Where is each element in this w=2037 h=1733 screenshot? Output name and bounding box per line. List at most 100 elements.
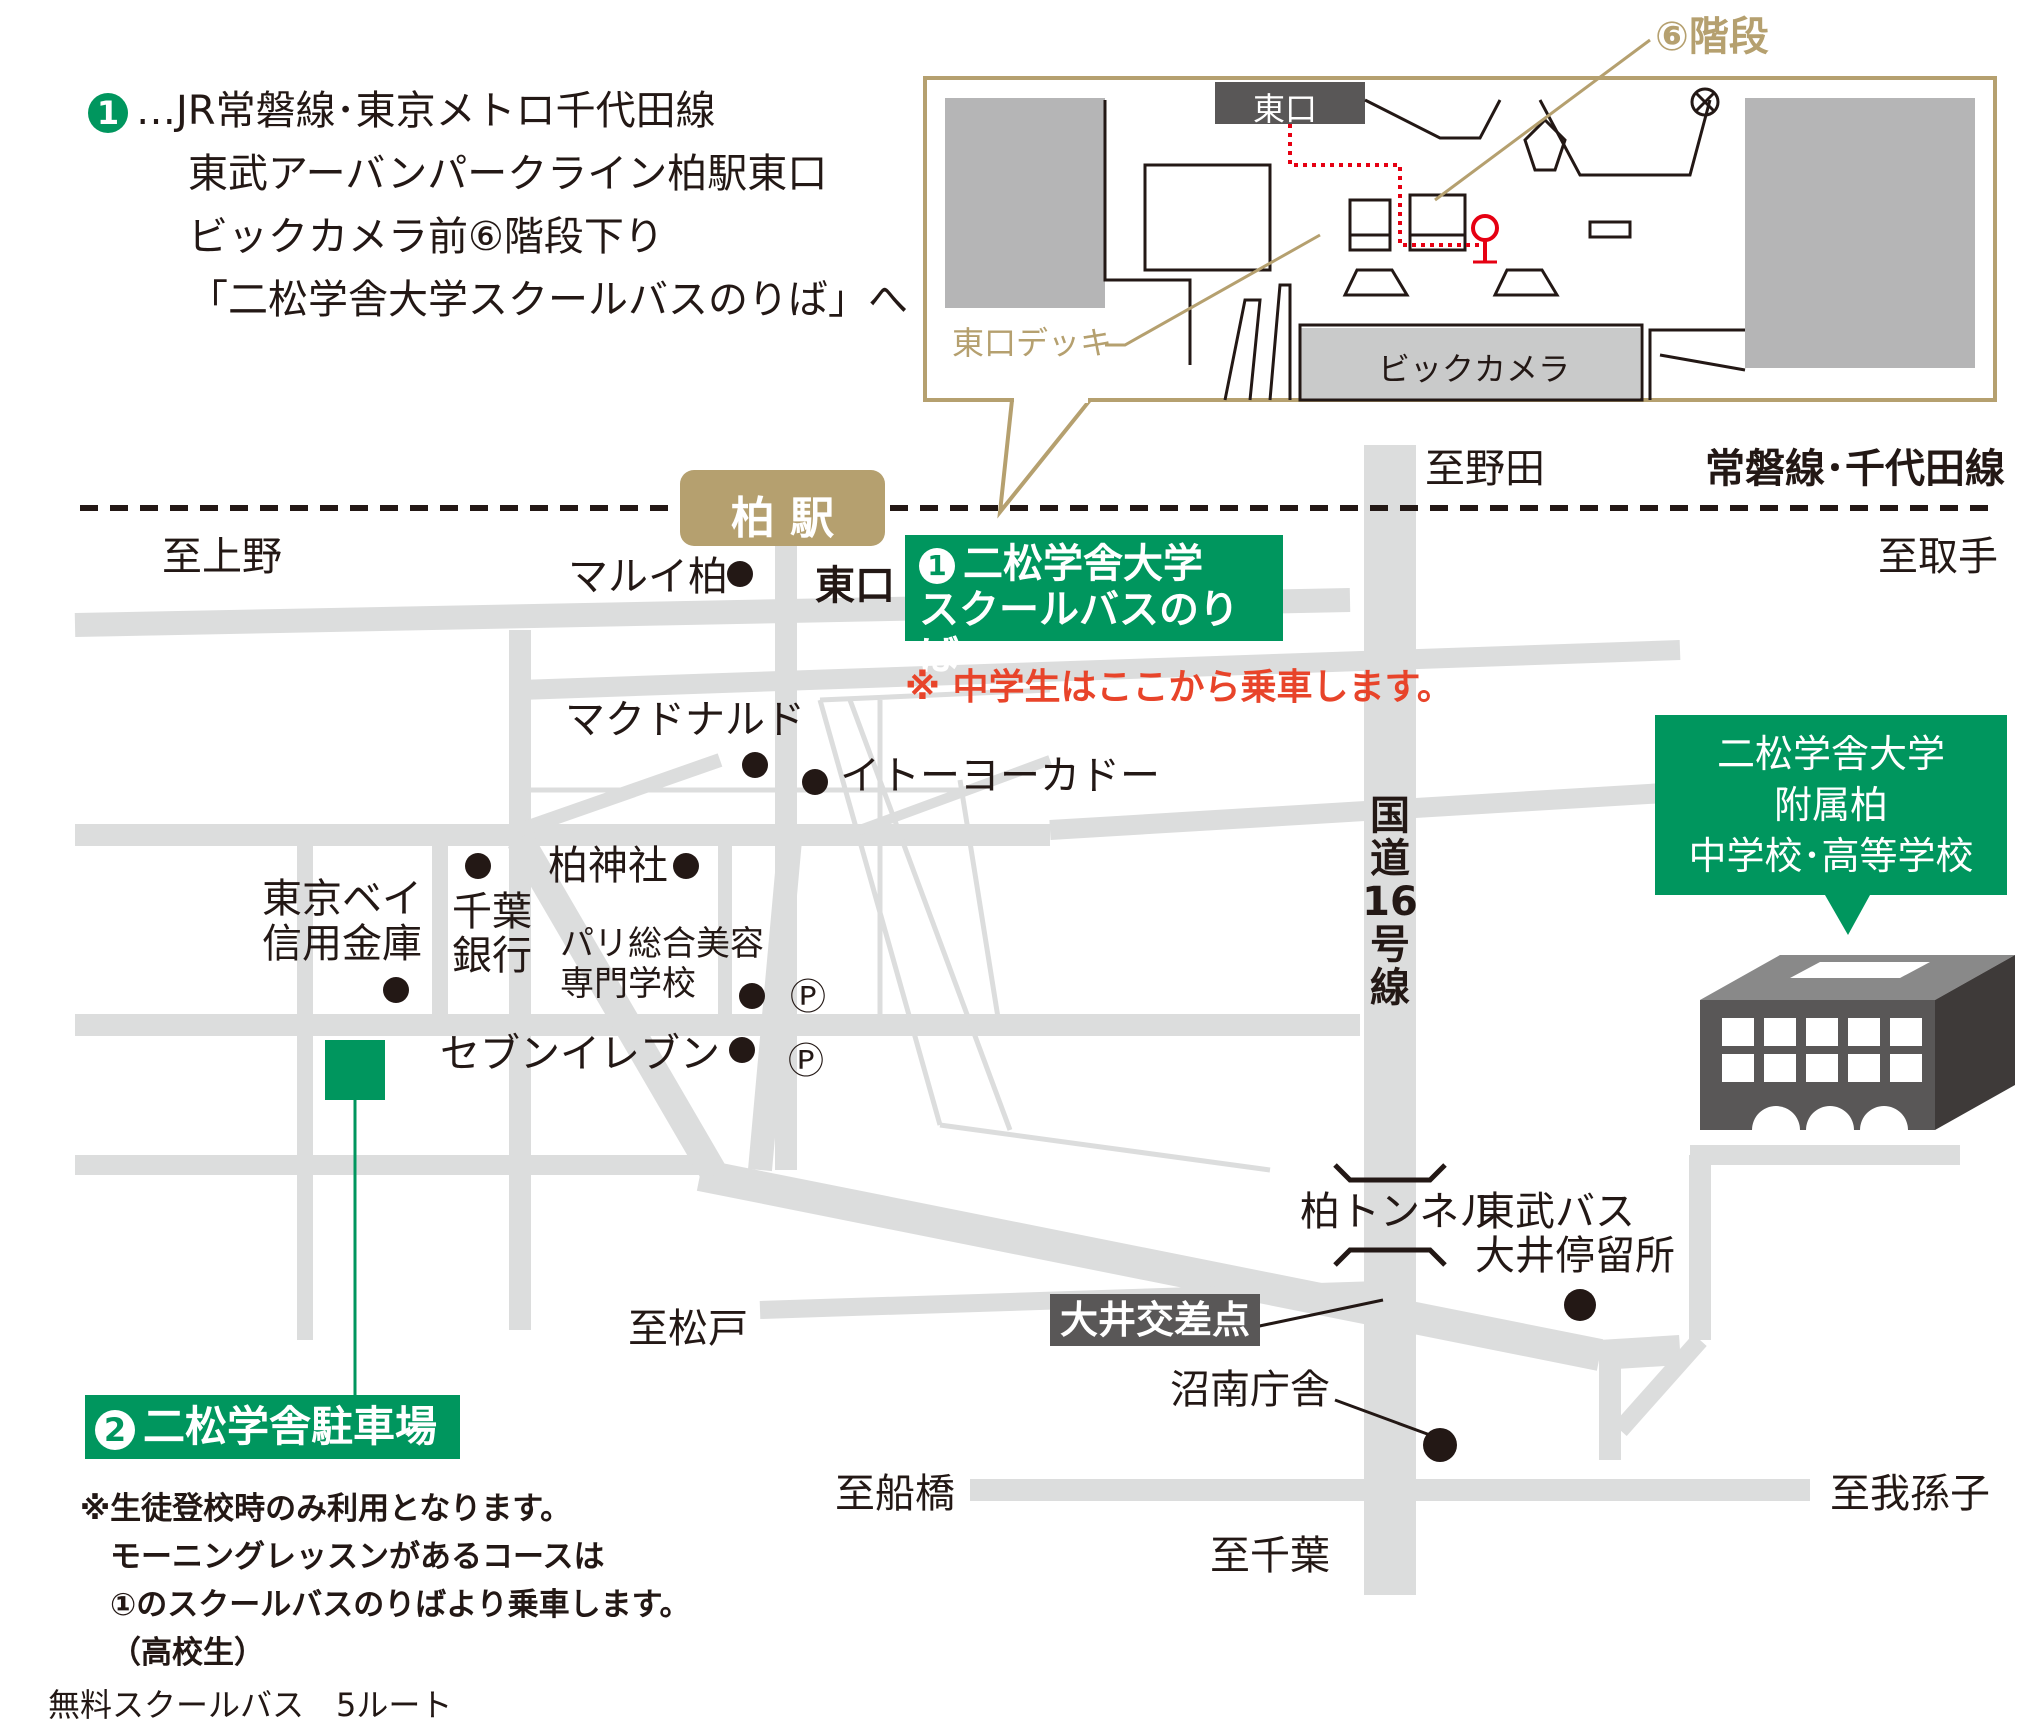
- parking-lot-notes: ※生徒登校時のみ利用となります。 モーニングレッスンがあるコースは ①のスクール…: [80, 1485, 691, 1677]
- inset-callout-tail: [997, 398, 1095, 519]
- arch: [1860, 1106, 1908, 1130]
- inset-stairs: [1348, 233, 1392, 252]
- page-caption: 無料スクールバス 5ルート: [48, 1686, 453, 1724]
- lane: [847, 699, 1013, 1131]
- landmark-tobu-bus-2: 大井停留所: [1475, 1233, 1675, 1279]
- station-east-exit: 東口: [815, 563, 895, 609]
- inset-outline: [1298, 323, 1644, 402]
- direction-matsudo: 至松戸: [628, 1306, 748, 1352]
- inset-no-entry-icon: [1694, 91, 1716, 113]
- inset-deck-label: 東口デッキ: [952, 324, 1113, 362]
- road: [519, 640, 1681, 700]
- bus-stop-number: 1: [919, 548, 955, 584]
- inset-outlines: [1103, 87, 1746, 402]
- inset-outline: [1143, 163, 1272, 272]
- legend-text: 「二松学舎大学スクールバスのりば」へ: [188, 277, 908, 323]
- landmark-tunnel: 柏トンネル: [1300, 1189, 1500, 1235]
- inset-outline: [1659, 353, 1746, 372]
- school-callout-tail: [1825, 895, 1870, 935]
- legend-line-1: 1…JR常磐線･東京メトロ千代田線: [88, 80, 908, 143]
- landmark-paris-1: パリ総合美容: [560, 924, 764, 964]
- building-roof-hatch: [1790, 962, 1930, 978]
- window: [1806, 1018, 1838, 1046]
- lane: [939, 1122, 1271, 1173]
- road: [696, 1159, 1604, 1371]
- bus-stop-title: 二松学舎大学: [963, 541, 1203, 587]
- dot-marui: [727, 561, 753, 587]
- parking-lot-number: 2: [95, 1409, 135, 1450]
- school-building-icon: [1700, 955, 2015, 1130]
- inset-outline: [1103, 100, 1192, 365]
- inset-stairs-label: ⑥階段: [1655, 14, 1769, 60]
- bus-stop-line-2: スクールバスのりば: [919, 587, 1239, 679]
- arch: [1806, 1106, 1854, 1130]
- inset-stairs: [1408, 233, 1467, 252]
- tunnel-mark-bottom: [1333, 1247, 1447, 1267]
- route16-char: 号: [1370, 922, 1410, 968]
- landmark-dots: [383, 561, 1596, 1462]
- route16-char: 16: [1362, 879, 1418, 925]
- window: [1722, 1054, 1754, 1082]
- ooi-crossing-label: 大井交差点: [1050, 1294, 1261, 1346]
- direction-chiba: 至千葉: [1210, 1533, 1330, 1579]
- route16-char: 道: [1370, 836, 1410, 882]
- landmark-chiba-bank-1: 千葉: [452, 889, 532, 935]
- landmark-marui: マルイ柏: [568, 554, 728, 600]
- landmark-tokyobay-2: 信用金庫: [262, 921, 422, 967]
- parking-lot-marker: [325, 1040, 385, 1100]
- legend: 1…JR常磐線･東京メトロ千代田線 東武アーバンパークライン柏駅東口 ビックカメ…: [88, 80, 908, 332]
- landmark-tokyobay-1: 東京ベイ: [262, 876, 422, 922]
- inset-stairs: [1588, 220, 1632, 239]
- parking-note: モーニングレッスンがあるコースは: [110, 1539, 605, 1575]
- dot-mcdonalds: [742, 752, 768, 778]
- window: [1848, 1054, 1880, 1082]
- school-name-box: 二松学舎大学 附属柏 中学校･高等学校: [1655, 715, 2007, 895]
- direction-toride: 至取手: [1878, 534, 1998, 580]
- inset-outline: [1523, 117, 1567, 172]
- dot-shrine: [673, 853, 699, 879]
- route16-char: 国: [1370, 793, 1410, 839]
- window: [1848, 1018, 1880, 1046]
- tunnel-marks: [1333, 1163, 1447, 1267]
- dot-tokyobay: [383, 977, 409, 1003]
- school-name-line-1: 二松学舎大学: [1716, 732, 1945, 776]
- window: [1764, 1018, 1796, 1046]
- inset-outline: [1223, 298, 1262, 401]
- school-name-line-2: 附属柏: [1773, 783, 1888, 827]
- lane: [957, 779, 1003, 1031]
- dot-paris: [739, 983, 765, 1009]
- dot-tobu-bus: [1564, 1289, 1596, 1321]
- direction-funabashi: 至船橋: [835, 1471, 955, 1517]
- legend-text: 東武アーバンパークライン柏駅東口: [188, 151, 828, 197]
- parking-icon: Ⓟ: [790, 977, 827, 1018]
- direction-noda: 至野田: [1425, 446, 1545, 492]
- dot-shonan: [1423, 1428, 1457, 1462]
- inset-building: [945, 98, 1105, 308]
- shonan-leader: [1334, 1398, 1431, 1437]
- inset-building: [1745, 98, 1975, 368]
- window: [1890, 1054, 1922, 1082]
- parking-note: （高校生）: [110, 1635, 265, 1671]
- inset-route-path: [1288, 124, 1480, 247]
- window: [1806, 1054, 1838, 1082]
- inset-outline: [1364, 98, 1502, 140]
- inset-map: [923, 38, 1997, 519]
- direction-abiko: 至我孫子: [1830, 1471, 1990, 1517]
- landmark-tobu-bus-1: 東武バス: [1475, 1189, 1635, 1235]
- building-side: [1935, 955, 2015, 1130]
- road: [517, 753, 723, 837]
- inset-outline: [1648, 328, 1745, 400]
- stairs-leader: [1434, 38, 1651, 202]
- deck-leader: [1105, 233, 1321, 347]
- landmark-seven-eleven: セブンイレブン: [440, 1031, 720, 1077]
- inset-east-exit-label: 東口: [1253, 90, 1318, 128]
- landmark-paris-2: 専門学校: [560, 964, 696, 1004]
- tunnel-mark-top: [1333, 1163, 1447, 1183]
- route16-char: 線: [1370, 965, 1410, 1011]
- window: [1722, 1018, 1754, 1046]
- landmark-itoyokado: イトーヨーカドー: [840, 753, 1160, 799]
- road: [1599, 1335, 1681, 1370]
